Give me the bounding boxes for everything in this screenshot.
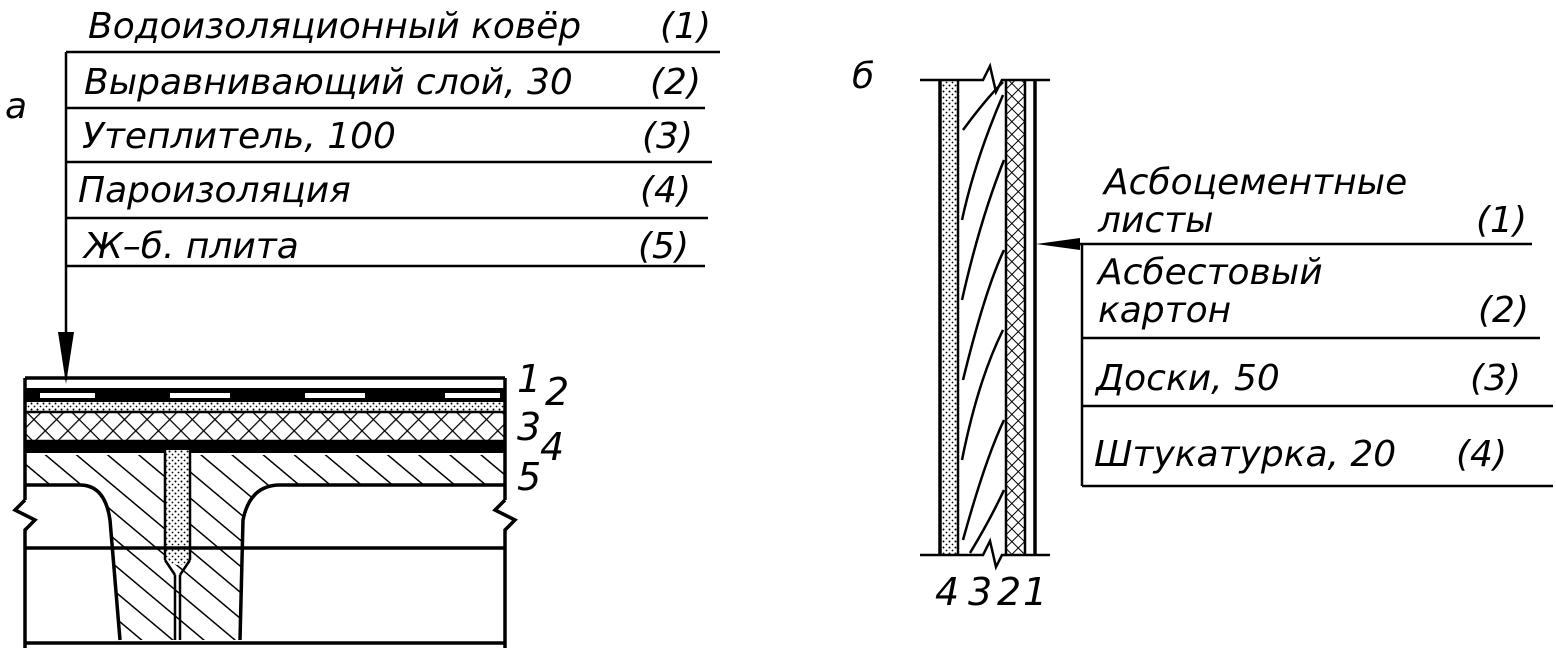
part-b-layer-1-label: Асбоцементные <box>1102 162 1407 203</box>
part-b-layer-4-label: Штукатурка, 20 <box>1094 434 1396 475</box>
part-b-layer-1-label-line2: листы <box>1097 200 1214 241</box>
part-a-layer-1-ref: (1) <box>660 6 711 47</box>
part-b-layer-4-ref: (4) <box>1456 434 1507 475</box>
part-a-number-3: 3 <box>517 405 541 449</box>
part-a-number-2: 2 <box>545 370 569 414</box>
part-a-layer-4-ref: (4) <box>640 170 691 211</box>
part-a-layer-5-ref: (5) <box>638 226 689 267</box>
part-b-leader-arrow <box>1036 238 1080 250</box>
part-a-layer-5-label: Ж–б. плита <box>82 226 299 267</box>
part-a-leader-arrow <box>58 332 74 384</box>
part-b-layer-1-ref: (1) <box>1476 200 1527 241</box>
part-a-number-1: 1 <box>517 357 541 401</box>
part-a-layer-3-ref: (3) <box>642 116 693 157</box>
part-b-layer-2-label: Асбестовый <box>1096 252 1323 293</box>
part-a-layer-1-label: Водоизоляционный ковёр <box>88 6 581 47</box>
part-b-number-2: 2 <box>997 570 1021 614</box>
part-b-letter: б <box>852 56 874 97</box>
part-a-number-5: 5 <box>517 455 541 499</box>
part-a-layer-table: Водоизоляционный ковёр (1) Выравнивающий… <box>64 6 720 380</box>
part-b-number-1: 1 <box>1023 570 1047 614</box>
part-a-letter: а <box>5 86 27 127</box>
part-a-layer-2-label: Выравнивающий слой, 30 <box>84 62 573 103</box>
part-a-layer-4-label: Пароизоляция <box>78 170 351 211</box>
part-b-layer-2-label-line2: картон <box>1098 290 1231 331</box>
part-a-layer-3-label: Утеплитель, 100 <box>82 116 396 157</box>
part-b: б <box>852 56 1553 614</box>
part-b-number-4: 4 <box>935 570 959 614</box>
part-a-roof-section <box>12 376 518 648</box>
part-b-layer-3-label: Доски, 50 <box>1094 358 1280 399</box>
part-b-wall-section <box>920 62 1050 571</box>
part-a-layer-2-ref: (2) <box>650 62 701 103</box>
part-b-layer-2-ref: (2) <box>1478 290 1529 331</box>
part-b-layer-3-ref: (3) <box>1470 358 1521 399</box>
part-a-number-4: 4 <box>540 425 564 469</box>
part-a: а Водоизоляционный ковёр (1) Выравнивающ… <box>5 6 720 648</box>
part-b-layer-table: Асбоцементные листы (1) Асбестовый карто… <box>1036 162 1553 488</box>
part-b-number-3: 3 <box>968 570 992 614</box>
